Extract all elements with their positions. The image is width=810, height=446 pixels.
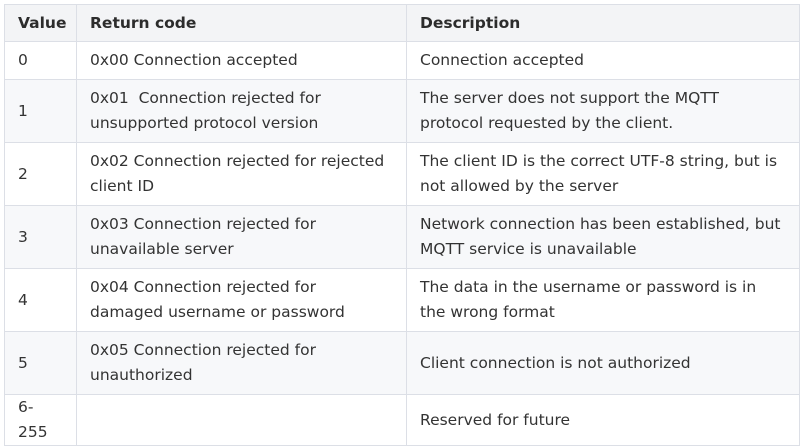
table-row: 1 0x01 Connection rejected for unsupport… [4, 79, 800, 143]
cell-value: 4 [4, 268, 77, 332]
cell-description: Connection accepted [406, 41, 800, 80]
cell-value: 3 [4, 205, 77, 269]
table-row: 6-255 Reserved for future [4, 394, 800, 446]
cell-description: The client ID is the correct UTF-8 strin… [406, 142, 800, 206]
cell-return-code: 0x03 Connection rejected for unavailable… [76, 205, 407, 269]
header-return-code: Return code [76, 4, 407, 42]
table-header-row: Value Return code Description [4, 4, 800, 42]
cell-return-code: 0x02 Connection rejected for rejected cl… [76, 142, 407, 206]
cell-return-code: 0x00 Connection accepted [76, 41, 407, 80]
table-row: 3 0x03 Connection rejected for unavailab… [4, 205, 800, 269]
cell-return-code: 0x01 Connection rejected for unsupported… [76, 79, 407, 143]
cell-value: 5 [4, 331, 77, 395]
return-codes-table: Value Return code Description 0 0x00 Con… [4, 4, 800, 446]
cell-value: 6-255 [4, 394, 77, 446]
cell-description: Client connection is not authorized [406, 331, 800, 395]
table-row: 5 0x05 Connection rejected for unauthori… [4, 331, 800, 395]
cell-return-code [76, 394, 407, 446]
cell-value: 0 [4, 41, 77, 80]
header-description: Description [406, 4, 800, 42]
table-row: 0 0x00 Connection accepted Connection ac… [4, 41, 800, 80]
header-value: Value [4, 4, 77, 42]
cell-description: Network connection has been established,… [406, 205, 800, 269]
cell-description: The server does not support the MQTT pro… [406, 79, 800, 143]
table-row: 4 0x04 Connection rejected for damaged u… [4, 268, 800, 332]
cell-return-code: 0x05 Connection rejected for unauthorize… [76, 331, 407, 395]
cell-return-code: 0x04 Connection rejected for damaged use… [76, 268, 407, 332]
cell-value: 2 [4, 142, 77, 206]
return-codes-table-container: Value Return code Description 0 0x00 Con… [4, 4, 800, 446]
cell-description: Reserved for future [406, 394, 800, 446]
cell-value: 1 [4, 79, 77, 143]
table-row: 2 0x02 Connection rejected for rejected … [4, 142, 800, 206]
cell-description: The data in the username or password is … [406, 268, 800, 332]
